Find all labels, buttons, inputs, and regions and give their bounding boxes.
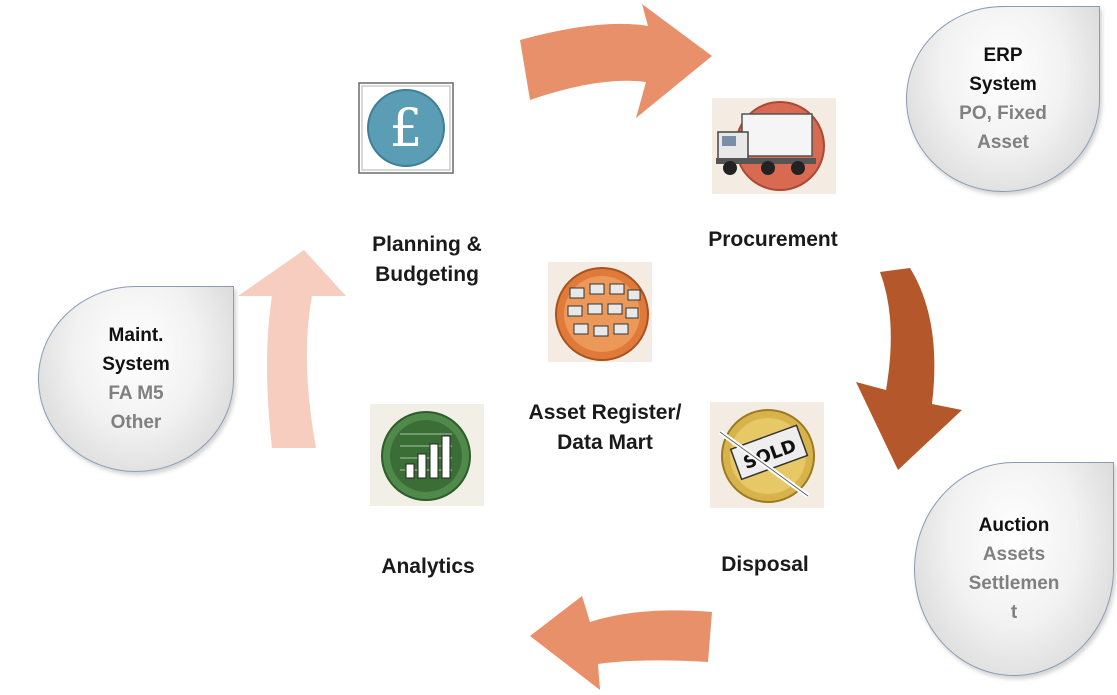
arrow-analytics-to-planning xyxy=(238,250,346,448)
svg-text:£: £ xyxy=(389,99,422,159)
sold-sign-icon: SOLD xyxy=(710,402,824,508)
erp-system-title: ERP System xyxy=(969,45,1037,95)
vehicle-fleet-icon xyxy=(548,262,652,362)
pound-sterling-icon: £ xyxy=(358,82,454,174)
maint-system-detail: FA M5 Other xyxy=(108,383,164,433)
erp-system-detail: PO, Fixed Asset xyxy=(959,103,1047,153)
maint-system-title: Maint. System xyxy=(102,325,170,375)
arrow-disposal-to-analytics xyxy=(530,596,712,690)
asset-register-label: Asset Register/ Data Mart xyxy=(528,401,682,454)
auction-bubble: Auction Assets Settlemen t xyxy=(914,462,1114,676)
disposal-label: Disposal xyxy=(721,553,809,576)
analytics-label: Analytics xyxy=(381,555,475,578)
bar-chart-icon xyxy=(370,404,484,506)
auction-detail: Assets Settlemen t xyxy=(968,544,1060,623)
arrow-procurement-to-disposal xyxy=(856,268,962,470)
truck-icon xyxy=(712,98,836,194)
erp-system-bubble: ERP System PO, Fixed Asset xyxy=(906,6,1100,192)
arrow-planning-to-procurement xyxy=(520,4,712,118)
planning-budgeting-label: Planning & Budgeting xyxy=(372,233,482,286)
procurement-label: Procurement xyxy=(708,228,838,251)
maint-system-bubble: Maint. System FA M5 Other xyxy=(38,286,234,472)
auction-title: Auction xyxy=(978,515,1050,536)
